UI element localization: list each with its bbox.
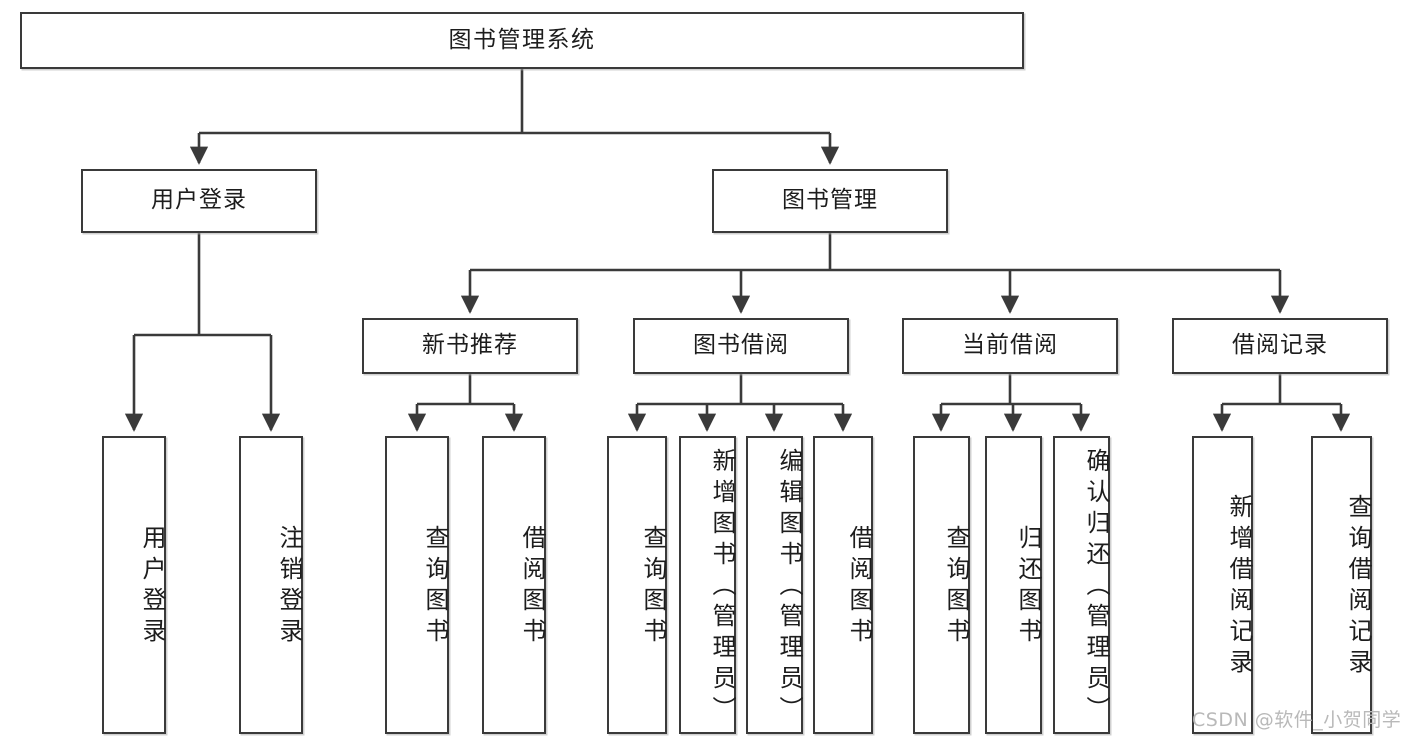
node-book-borrowing[interactable]: 图书借阅 (633, 318, 849, 374)
node-book-management[interactable]: 图书管理 (712, 169, 948, 233)
node-label: 注销登录 (275, 525, 303, 649)
node-new-book-recommendation[interactable]: 新书推荐 (362, 318, 578, 374)
node-label: 图书借阅 (693, 332, 789, 359)
node-label: 查询图书 (942, 525, 970, 649)
leaf-query-book-current[interactable]: 查询图书 (913, 436, 970, 734)
leaf-query-borrow-record[interactable]: 查询借阅记录 (1311, 436, 1372, 734)
node-label: 新书推荐 (422, 332, 518, 359)
leaf-logout[interactable]: 注销登录 (239, 436, 303, 734)
node-label: 查询借阅记录 (1344, 494, 1372, 680)
node-label: 编辑图书（管理员） (775, 447, 803, 727)
leaf-user-login[interactable]: 用户登录 (102, 436, 166, 734)
leaf-borrow-book-newbook[interactable]: 借阅图书 (482, 436, 546, 734)
node-current-borrowing[interactable]: 当前借阅 (902, 318, 1118, 374)
leaf-edit-book-admin[interactable]: 编辑图书（管理员） (746, 436, 803, 734)
node-borrowing-record[interactable]: 借阅记录 (1172, 318, 1388, 374)
node-root-book-management-system[interactable]: 图书管理系统 (20, 12, 1024, 69)
node-label: 查询图书 (421, 525, 449, 649)
leaf-add-borrow-record[interactable]: 新增借阅记录 (1192, 436, 1253, 734)
node-label: 图书管理 (782, 187, 878, 214)
node-label: 图书管理系统 (448, 26, 596, 53)
leaf-confirm-return-admin[interactable]: 确认归还（管理员） (1053, 436, 1110, 734)
node-label: 归还图书 (1014, 525, 1042, 649)
leaf-return-book[interactable]: 归还图书 (985, 436, 1042, 734)
node-label: 查询图书 (639, 525, 667, 649)
node-label: 新增借阅记录 (1225, 494, 1253, 680)
node-label: 用户登录 (151, 187, 247, 214)
leaf-query-book-borrowing[interactable]: 查询图书 (607, 436, 667, 734)
csdn-watermark: CSDN @软件_小贺同学 (1192, 709, 1402, 731)
node-label: 借阅图书 (518, 525, 546, 649)
leaf-query-book-newbook[interactable]: 查询图书 (385, 436, 449, 734)
node-label: 新增图书（管理员） (708, 447, 736, 727)
leaf-borrow-book-borrowing[interactable]: 借阅图书 (813, 436, 873, 734)
leaf-add-book-admin[interactable]: 新增图书（管理员） (679, 436, 736, 734)
node-label: 用户登录 (138, 525, 166, 649)
node-label: 当前借阅 (962, 332, 1058, 359)
node-user-login[interactable]: 用户登录 (81, 169, 317, 233)
node-label: 确认归还（管理员） (1082, 447, 1110, 727)
node-label: 借阅图书 (845, 525, 873, 649)
node-label: 借阅记录 (1232, 332, 1328, 359)
